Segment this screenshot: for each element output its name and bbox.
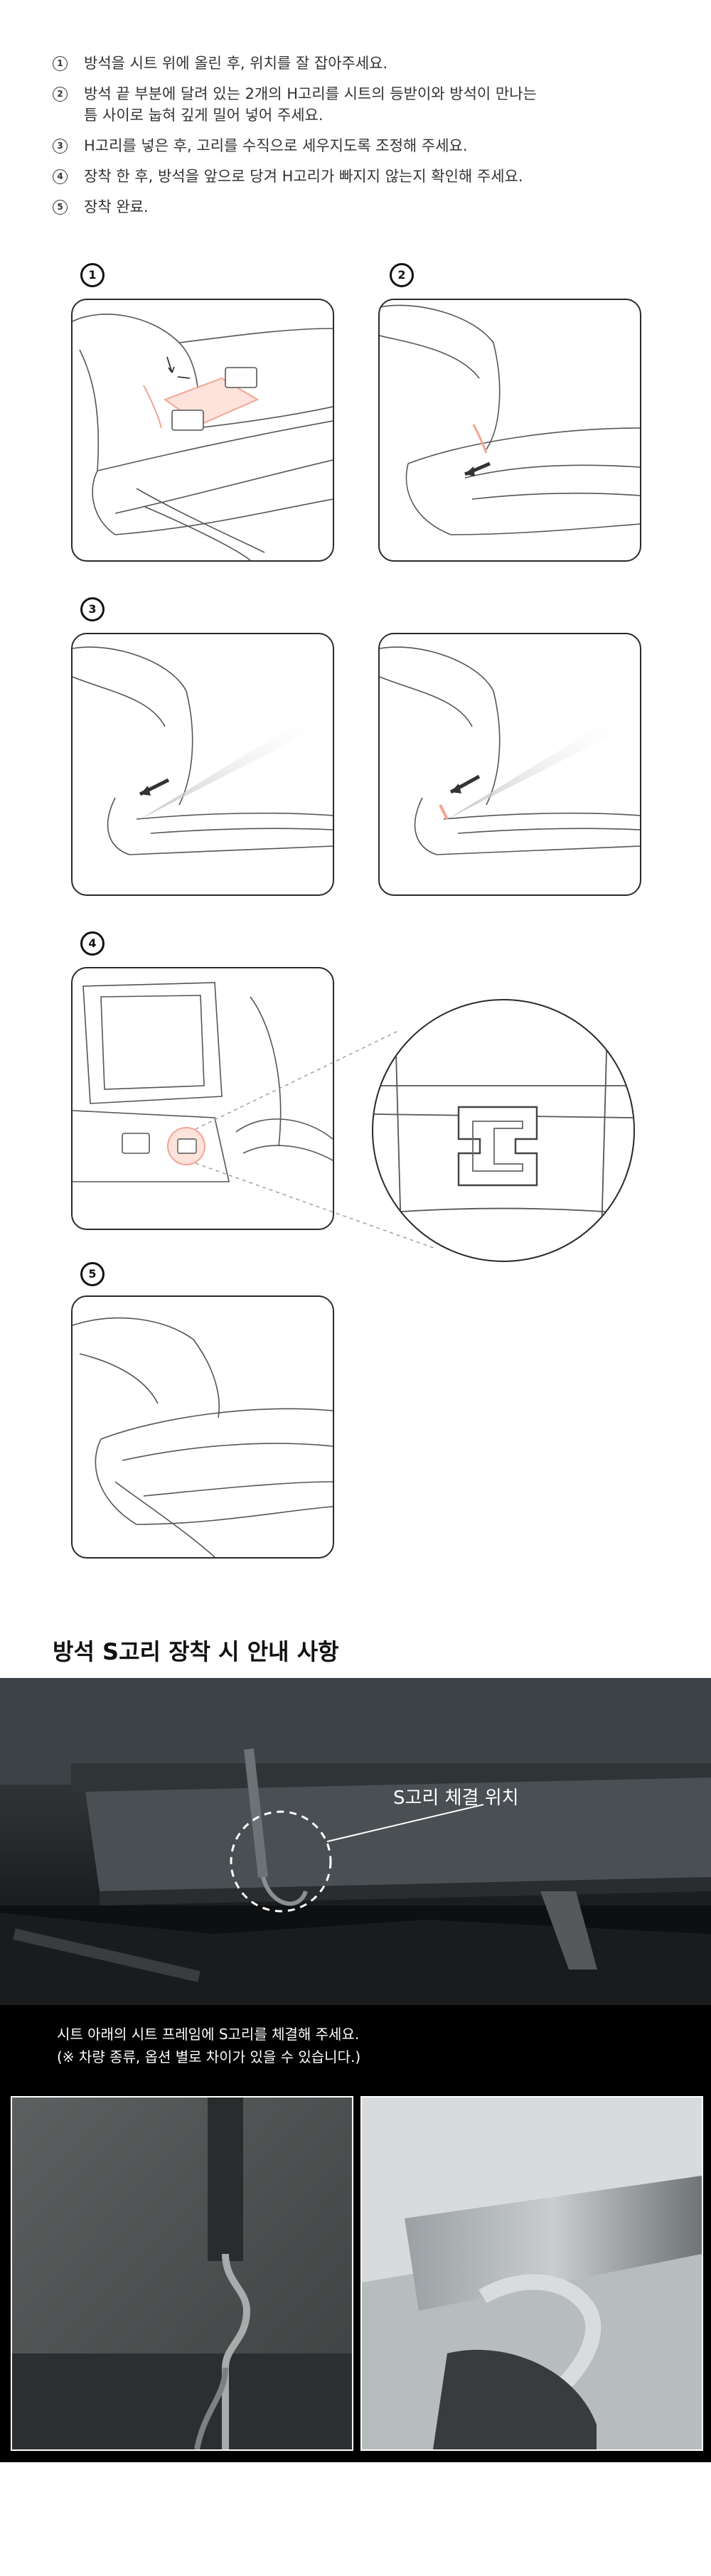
figure-badge-3: 3 xyxy=(80,597,105,621)
illustration-step-4 xyxy=(71,967,334,1230)
illustration-step-5 xyxy=(71,1295,334,1559)
s-hook-instruction-line-1: 시트 아래의 시트 프레임에 S고리를 체결해 주세요. xyxy=(57,2026,360,2043)
step-text-2: 방석 끝 부분에 달려 있는 2개의 H고리를 시트의 등받이와 방석이 만나는… xyxy=(84,85,537,124)
step-number-3: 3 xyxy=(53,139,68,154)
figure-badge-2: 2 xyxy=(390,263,414,287)
s-hook-instruction-text: 시트 아래의 시트 프레임에 S고리를 체결해 주세요. (※ 차량 종류, 옵… xyxy=(57,2023,360,2068)
illustration-step-1 xyxy=(71,299,334,562)
s-hook-closeup-photo-2 xyxy=(360,2096,703,2451)
seat-illustration-3b xyxy=(380,646,640,855)
s-hook-location-photo xyxy=(0,1678,711,2005)
illustration-step-3a xyxy=(71,633,334,896)
s-hook-section-title: 방석 S고리 장착 시 안내 사항 xyxy=(53,1638,339,1665)
seat-illustration-5 xyxy=(73,1317,333,1557)
h-hook-detail xyxy=(373,1000,634,1261)
s-hook-callout-label: S고리 체결 위치 xyxy=(393,1787,519,1809)
step-text-3: H고리를 넣은 후, 고리를 수직으로 세우지도록 조정해 주세요. xyxy=(84,137,468,154)
figure-badge-5: 5 xyxy=(80,1262,105,1286)
zoom-detail-circle xyxy=(372,999,635,1262)
illustration-step-3b xyxy=(378,633,641,896)
instruction-list: 1 방석을 시트 위에 올린 후, 위치를 잘 잡아주세요. 2 방석 끝 부분에 … xyxy=(53,53,678,227)
illustration-step-2 xyxy=(378,299,641,562)
instruction-step-2: 2 방석 끝 부분에 달려 있는 2개의 H고리를 시트의 등받이와 방석이 만나… xyxy=(53,83,678,126)
seat-underside-image xyxy=(0,1678,711,2005)
seat-illustration-1 xyxy=(73,314,333,560)
instruction-step-5: 5 장착 완료. xyxy=(53,196,678,218)
step-number-5: 5 xyxy=(53,200,68,215)
step-text-4: 장착 한 후, 방석을 앞으로 당겨 H고리가 빠지지 않는지 확인해 주세요. xyxy=(84,168,523,185)
step-text-5: 장착 완료. xyxy=(84,198,149,215)
figure-badge-1: 1 xyxy=(80,263,105,287)
seat-illustration-2 xyxy=(380,304,640,535)
step-number-2: 2 xyxy=(53,87,68,102)
s-hook-closeup-image-1 xyxy=(12,2097,352,2449)
step-number-4: 4 xyxy=(53,169,68,184)
s-hook-closeup-photo-1 xyxy=(11,2096,353,2451)
seat-illustration-4 xyxy=(73,982,333,1182)
s-hook-instruction-line-2: (※ 차량 종류, 옵션 별로 차이가 있을 수 있습니다.) xyxy=(57,2048,361,2065)
instruction-step-4: 4 장착 한 후, 방석을 앞으로 당겨 H고리가 빠지지 않는지 확인해 주세요… xyxy=(53,166,678,187)
s-hook-closeup-image-2 xyxy=(362,2097,702,2449)
instruction-step-1: 1 방석을 시트 위에 올린 후, 위치를 잘 잡아주세요. xyxy=(53,53,678,74)
seat-illustration-3a xyxy=(73,646,333,855)
instruction-step-3: 3 H고리를 넣은 후, 고리를 수직으로 세우지도록 조정해 주세요. xyxy=(53,135,678,156)
step-text-1: 방석을 시트 위에 올린 후, 위치를 잘 잡아주세요. xyxy=(84,55,388,72)
figure-badge-4: 4 xyxy=(80,931,105,956)
step-number-1: 1 xyxy=(53,56,68,71)
